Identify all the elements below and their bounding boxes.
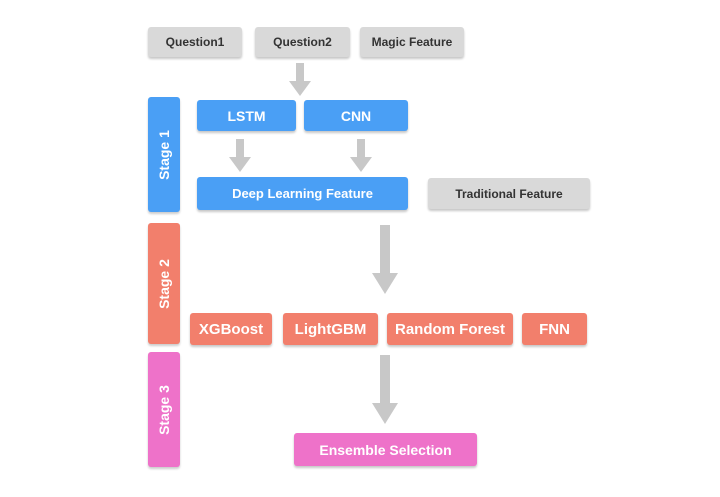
deep-learning-feature-label: Deep Learning Feature <box>232 186 373 201</box>
lstm-box: LSTM <box>197 100 296 131</box>
arrow-questions-to-stage1 <box>289 63 311 96</box>
magic-feature-label: Magic Feature <box>371 35 453 49</box>
stage2-label: Stage 2 <box>156 258 172 309</box>
magic-feature-box: Magic Feature <box>360 27 464 57</box>
cnn-label: CNN <box>340 107 372 124</box>
ensemble-selection-label: Ensemble Selection <box>319 441 452 458</box>
arrow-features-to-models <box>372 225 398 294</box>
model-label-fnn: FNN <box>539 320 570 338</box>
question2-label: Question2 <box>273 35 332 49</box>
question2-box: Question2 <box>255 27 350 57</box>
ensemble-selection-box: Ensemble Selection <box>294 433 477 466</box>
model-label-lightgbm: LightGBM <box>294 320 367 338</box>
arrow-models-to-ensemble <box>372 355 398 424</box>
model-box-lightgbm: LightGBM <box>283 313 378 345</box>
question1-label: Question1 <box>165 35 225 49</box>
model-box-random-forest: Random Forest <box>387 313 513 345</box>
model-label-xgboost: XGBoost <box>198 320 264 338</box>
stage3-label: Stage 3 <box>156 384 172 435</box>
deep-learning-feature-box: Deep Learning Feature <box>197 177 408 210</box>
lstm-label: LSTM <box>227 107 266 124</box>
question1-box: Question1 <box>148 27 242 57</box>
traditional-feature-box: Traditional Feature <box>428 178 590 209</box>
stage1-label: Stage 1 <box>156 129 172 180</box>
stage1-bar: Stage 1 <box>148 97 180 212</box>
model-label-random-forest: Random Forest <box>394 320 505 338</box>
traditional-feature-label: Traditional Feature <box>455 186 563 201</box>
arrow-lstm-to-deep-learning <box>229 139 251 172</box>
arrow-cnn-to-deep-learning <box>350 139 372 172</box>
stage2-bar: Stage 2 <box>148 223 180 344</box>
model-box-xgboost: XGBoost <box>190 313 272 345</box>
stage3-bar: Stage 3 <box>148 352 180 467</box>
cnn-box: CNN <box>304 100 408 131</box>
model-box-fnn: FNN <box>522 313 587 345</box>
